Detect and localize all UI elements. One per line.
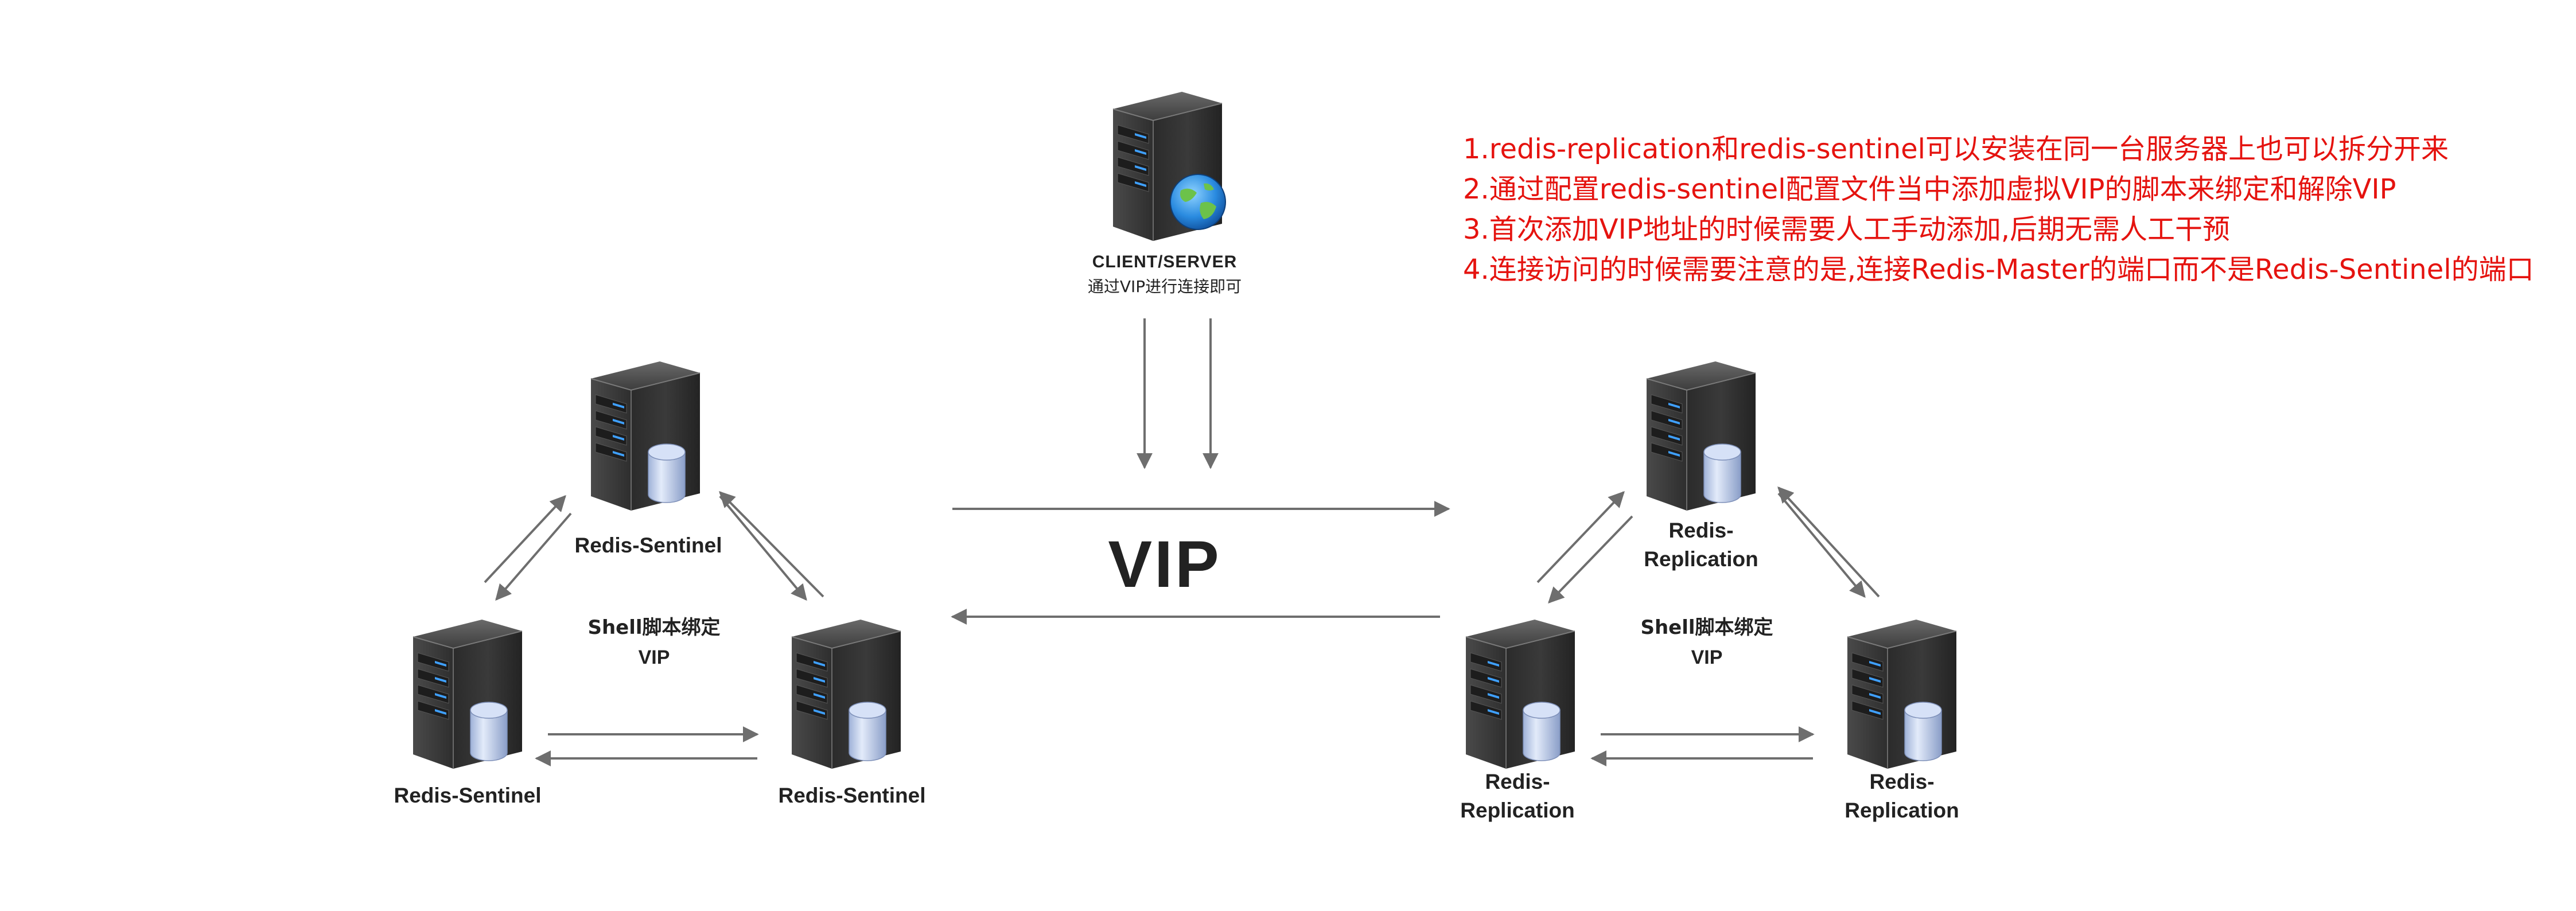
- vip-label: VIP: [1108, 528, 1221, 601]
- left-top-node-icon: [590, 361, 701, 511]
- right-top-label: Redis- Replication: [1586, 516, 1816, 574]
- right-arrow-d: [1777, 486, 1880, 598]
- left-center-line1: Shell脚本绑定: [587, 616, 721, 639]
- client-title: CLIENT/SERVER: [1092, 252, 1238, 271]
- note-item: 4.连接访问的时候需要注意的是,连接Redis-Master的端口而不是Redi…: [1463, 254, 2534, 286]
- right-top-node-icon: [1646, 361, 1756, 511]
- note-item: 3.首次添加VIP地址的时候需要人工手动添加,后期无需人工干预: [1463, 213, 2230, 246]
- right-bottom-left-label: Redis- Replication: [1403, 768, 1632, 825]
- right-arrow-a: [1536, 490, 1625, 583]
- note-item: 2.通过配置redis-sentinel配置文件当中添加虚拟VIP的脚本来绑定和…: [1463, 173, 2396, 205]
- right-bottom-right-line1: Redis-: [1869, 770, 1935, 793]
- right-center-line2: VIP: [1691, 647, 1723, 668]
- left-arrow-d: [719, 491, 824, 598]
- left-arrow-c: [719, 495, 807, 601]
- right-arrow-c: [1777, 492, 1866, 598]
- right-bottom-left-line1: Redis-: [1485, 770, 1550, 793]
- right-bottom-right-node-icon: [1847, 619, 1957, 769]
- client-server-icon: [1112, 91, 1226, 242]
- left-arrow-b: [495, 512, 572, 601]
- right-bottom-right-label: Redis- Replication: [1787, 768, 2017, 825]
- left-bottom-left-node-icon: [413, 619, 523, 769]
- left-center-label: Shell脚本绑定 VIP: [539, 613, 769, 672]
- right-top-line2: Replication: [1644, 547, 1758, 571]
- note-item: 1.redis-replication和redis-sentinel可以安装在同…: [1463, 133, 2449, 165]
- right-bottom-left-line2: Replication: [1460, 799, 1575, 822]
- right-bottom-left-node-icon: [1465, 619, 1575, 769]
- left-bottom-right-node-icon: [791, 619, 901, 769]
- left-arrow-a: [484, 495, 566, 583]
- left-bottom-left-label: Redis-Sentinel: [394, 784, 542, 807]
- right-arrow-b: [1548, 515, 1633, 604]
- client-subtitle: 通过VIP进行连接即可: [1087, 277, 1242, 296]
- client-label: CLIENT/SERVER 通过VIP进行连接即可: [1050, 252, 1279, 297]
- notes-list: 1.redis-replication和redis-sentinel可以安装在同…: [1463, 129, 2534, 290]
- left-bottom-right-label: Redis-Sentinel: [778, 784, 926, 807]
- right-bottom-right-line2: Replication: [1845, 799, 1959, 822]
- right-center-line1: Shell脚本绑定: [1640, 616, 1773, 639]
- left-top-label: Redis-Sentinel: [574, 534, 722, 557]
- left-center-line2: VIP: [638, 647, 670, 668]
- right-top-line1: Redis-: [1668, 519, 1734, 542]
- right-center-label: Shell脚本绑定 VIP: [1592, 613, 1822, 672]
